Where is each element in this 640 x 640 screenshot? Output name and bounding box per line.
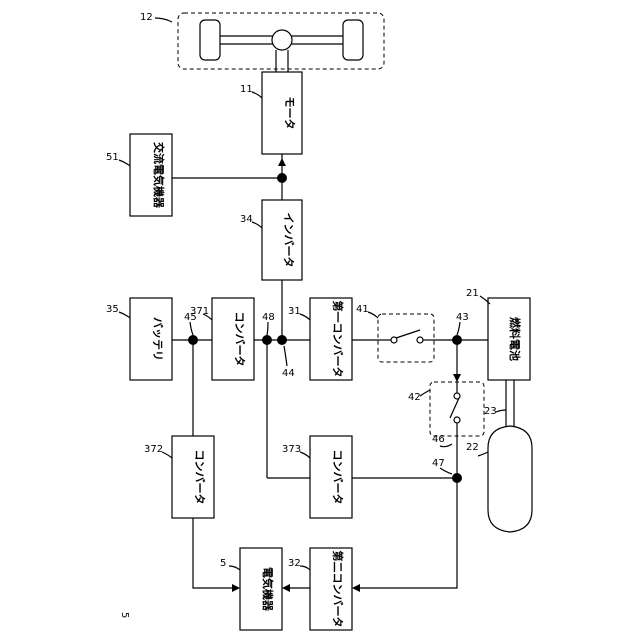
ref-373: 373 xyxy=(282,444,301,455)
junction-ac xyxy=(277,173,287,183)
leader-34 xyxy=(252,222,262,228)
leader-35 xyxy=(119,312,130,318)
wire-372-device xyxy=(193,518,232,588)
leader-5 xyxy=(229,566,240,570)
ref-23: 23 xyxy=(484,406,497,417)
leader-23 xyxy=(496,410,506,412)
leader-32 xyxy=(300,566,310,570)
wire-47-32 xyxy=(360,478,457,588)
ref-48: 48 xyxy=(262,312,275,323)
wheel-assembly xyxy=(178,13,384,69)
ref-51: 51 xyxy=(106,152,119,163)
leader-42 xyxy=(420,390,430,396)
arrow-to-32 xyxy=(352,584,360,592)
ref-5: 5 xyxy=(220,558,226,569)
second-converter-block xyxy=(310,548,352,630)
converter-373-block xyxy=(310,436,352,518)
node-44 xyxy=(277,335,287,345)
arrow-to-switch-42 xyxy=(453,374,461,382)
first-converter-label: 第一コンバータ xyxy=(331,301,345,378)
ref-12: 12 xyxy=(140,12,153,23)
ref-44: 44 xyxy=(282,368,295,379)
leader-47 xyxy=(440,468,452,474)
right-wheel xyxy=(343,20,363,60)
ref-372: 372 xyxy=(144,444,163,455)
differential xyxy=(272,30,292,50)
arrow-to-device-left xyxy=(232,584,240,592)
switch-41-blade xyxy=(396,330,420,338)
leader-43 xyxy=(457,322,460,335)
ref-21: 21 xyxy=(466,288,479,299)
leader-31 xyxy=(300,314,310,320)
leader-45 xyxy=(190,322,193,335)
leader-44 xyxy=(284,346,287,366)
ref-41: 41 xyxy=(356,304,369,315)
leader-373 xyxy=(300,452,310,458)
ref-34: 34 xyxy=(240,214,253,225)
switch-41-boundary xyxy=(378,314,434,362)
ref-22: 22 xyxy=(466,442,479,453)
arrow-to-device-right xyxy=(282,584,290,592)
ref-32: 32 xyxy=(288,558,301,569)
switch-42-contact-b xyxy=(454,417,460,423)
inverter-block xyxy=(262,200,302,280)
ref-45: 45 xyxy=(184,312,197,323)
second-converter-label: 第二コンバータ xyxy=(331,551,345,628)
leader-372 xyxy=(162,452,172,458)
ref-46: 46 xyxy=(432,434,445,445)
ref-11: 11 xyxy=(240,84,253,95)
left-wheel xyxy=(200,20,220,60)
ac-device-label: 交流電気機器 xyxy=(152,142,166,209)
leader-51 xyxy=(119,160,130,166)
hydrogen-tank xyxy=(488,426,532,532)
leader-41 xyxy=(368,312,378,318)
battery-block xyxy=(130,298,172,380)
first-converter-block xyxy=(310,298,352,380)
converter-373-label: コンバータ xyxy=(331,450,344,505)
fuel-cell-label: 燃料電池 xyxy=(508,316,522,361)
switch-42-blade xyxy=(450,398,459,418)
leader-11 xyxy=(252,92,262,98)
switch-41-contact-b xyxy=(417,337,423,343)
inverter-label: インバータ xyxy=(282,213,295,268)
leader-48 xyxy=(267,322,268,335)
leader-12 xyxy=(155,18,172,22)
ref-42: 42 xyxy=(408,392,421,403)
electric-device-block xyxy=(240,548,282,630)
ref-31: 31 xyxy=(288,306,301,317)
battery-label: バッテリ xyxy=(151,317,164,361)
converter-372-block xyxy=(172,436,214,518)
leader-22 xyxy=(478,452,488,456)
converter-372-label: コンバータ xyxy=(193,450,206,505)
ref-35: 35 xyxy=(106,304,119,315)
electric-device-label: 電気機器 xyxy=(261,567,275,612)
converter-371-block xyxy=(212,298,254,380)
figure-ref: 5 xyxy=(119,612,130,618)
ref-47: 47 xyxy=(432,458,445,469)
converter-371-label: コンバータ xyxy=(233,312,246,367)
ref-43: 43 xyxy=(456,312,469,323)
motor-label: モータ xyxy=(283,97,296,130)
arrow-to-motor xyxy=(278,158,286,166)
